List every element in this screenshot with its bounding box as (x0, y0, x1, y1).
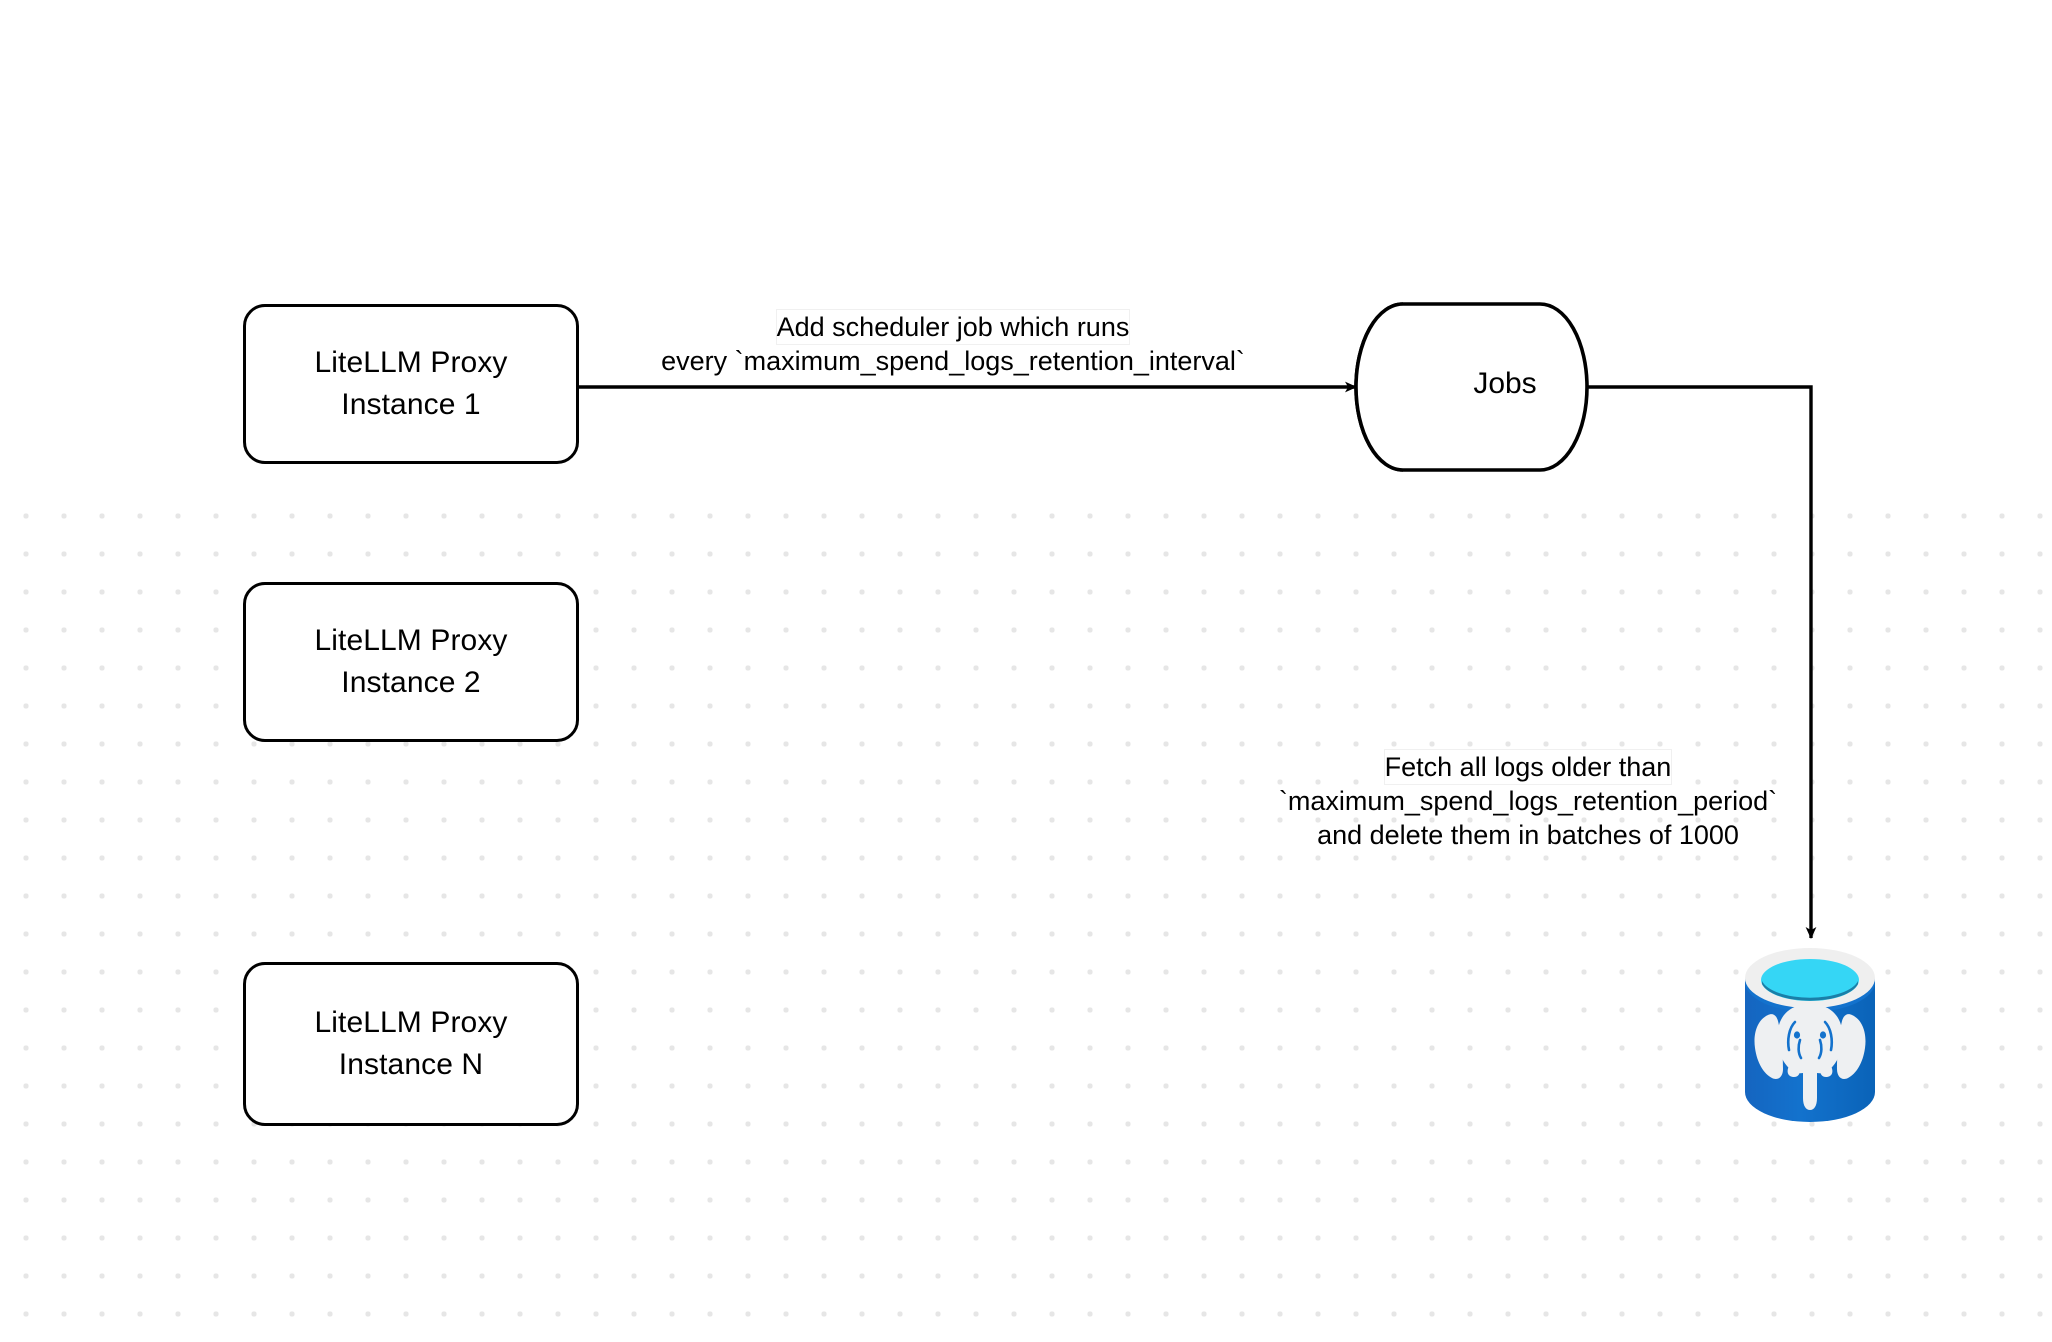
node-litellm-proxy-instance-2[interactable]: LiteLLM Proxy Instance 2 (243, 582, 579, 742)
node-jobs-label: Jobs (1473, 367, 1537, 400)
node-label-line-1: LiteLLM Proxy (314, 346, 508, 379)
node-label-line-2: Instance N (338, 1048, 484, 1081)
postgres-database-icon (1745, 948, 1875, 1122)
edge-fetch-path (1587, 385, 1817, 939)
edge-label-line-2: `maximum_spend_logs_retention_period` (1278, 786, 1778, 816)
node-label-line-2: Instance 1 (341, 388, 481, 421)
edge-label-fetch: Fetch all logs older than `maximum_spend… (1228, 750, 1828, 852)
node-litellm-proxy-instance-n[interactable]: LiteLLM Proxy Instance N (243, 962, 579, 1126)
node-label-line-2: Instance 2 (341, 666, 481, 699)
edge-label-scheduler: Add scheduler job which runs every `maxi… (598, 310, 1308, 378)
jobs-cylinder (1354, 302, 1589, 472)
edge-label-line-1: Fetch all logs older than (1384, 750, 1672, 784)
node-litellm-proxy-instance-1[interactable]: LiteLLM Proxy Instance 1 (243, 304, 579, 464)
edge-label-line-1: Add scheduler job which runs (776, 310, 1130, 344)
edge-label-line-3: and delete them in batches of 1000 (1317, 820, 1739, 850)
node-label-line-1: LiteLLM Proxy (314, 1006, 508, 1039)
node-label-line-1: LiteLLM Proxy (314, 624, 508, 657)
edge-label-line-2: every `maximum_spend_logs_retention_inte… (661, 346, 1245, 376)
